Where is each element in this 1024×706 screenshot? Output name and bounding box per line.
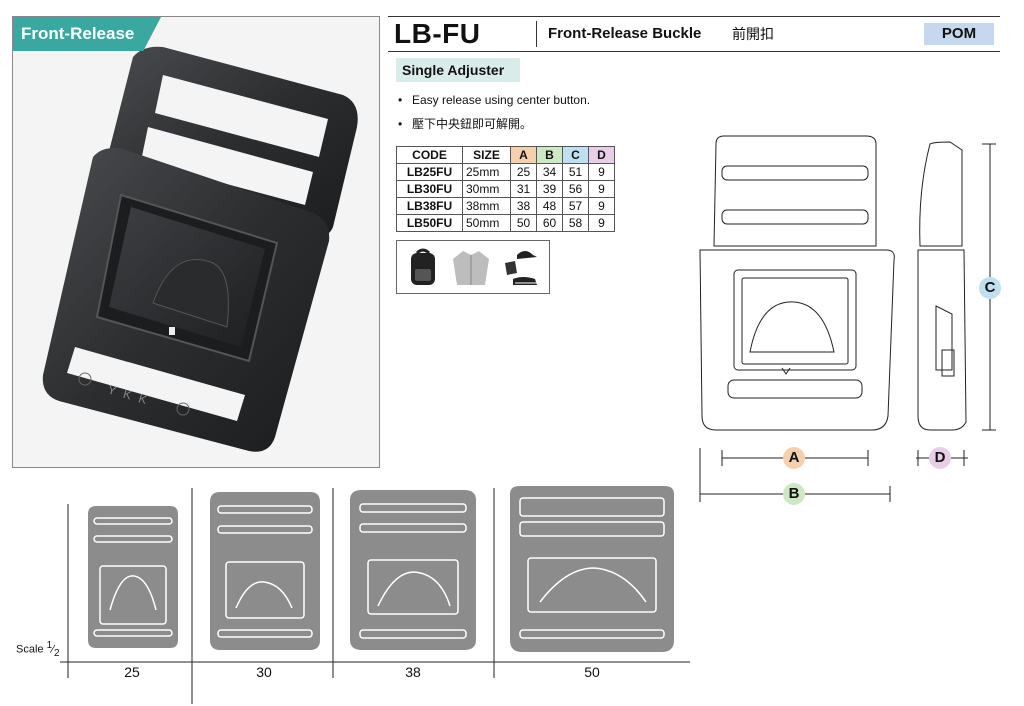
feature-item: •Easy release using center button.	[398, 90, 590, 114]
front-view-slide-bar	[713, 135, 877, 247]
feature-list: •Easy release using center button. •壓下中央…	[398, 90, 590, 138]
size-label-38: 38	[405, 664, 421, 680]
side-view-body	[917, 249, 967, 431]
size-label-50: 50	[584, 664, 600, 680]
dim-c-badge: C	[979, 277, 1001, 299]
silhouette-25	[88, 506, 178, 648]
col-c: C	[562, 146, 589, 164]
side-view-top	[919, 141, 963, 247]
scale-numerator: 1	[46, 640, 53, 651]
dim-d-badge: D	[929, 447, 951, 469]
size-label-25: 25	[124, 664, 140, 680]
product-code: LB-FU	[394, 18, 481, 49]
silhouette-50	[510, 486, 674, 652]
col-code: CODE	[396, 146, 463, 164]
size-label-30: 30	[256, 664, 272, 680]
silhouette-38	[350, 490, 476, 650]
dim-b-badge: B	[783, 483, 805, 505]
product-photo-panel: Front-Release YKK	[12, 16, 380, 468]
product-name-cn: 前開扣	[732, 26, 774, 42]
scale-denominator: 2	[54, 647, 60, 659]
buckle-photo: YKK	[42, 46, 358, 452]
cap-glove-shoe-icon	[505, 251, 537, 285]
col-d: D	[588, 146, 615, 164]
type-label: Single Adjuster	[396, 58, 520, 82]
feature-item: •壓下中央鈕即可解開。	[398, 114, 590, 138]
technical-drawing	[699, 135, 996, 502]
backpack-icon	[411, 248, 435, 285]
bullet: •	[398, 93, 403, 107]
table-header-row: CODE SIZE A B C D	[396, 146, 615, 164]
col-a: A	[510, 146, 537, 164]
product-name: Front-Release Buckle	[548, 25, 702, 42]
usage-icons	[396, 240, 550, 294]
size-comparison	[60, 486, 690, 704]
bullet: •	[398, 117, 403, 131]
col-size: SIZE	[462, 146, 511, 164]
scale-label: Scale 1⁄2	[16, 640, 60, 659]
product-header: LB-FU Front-Release Buckle 前開扣 POM	[388, 16, 1000, 52]
col-b: B	[536, 146, 563, 164]
photo-tag: Front-Release	[13, 17, 161, 51]
dim-a-badge: A	[783, 447, 805, 469]
material-badge: POM	[924, 23, 994, 45]
front-view-body	[699, 249, 895, 431]
header-divider	[536, 21, 537, 47]
silhouette-30	[210, 492, 320, 650]
jacket-icon	[453, 251, 489, 285]
